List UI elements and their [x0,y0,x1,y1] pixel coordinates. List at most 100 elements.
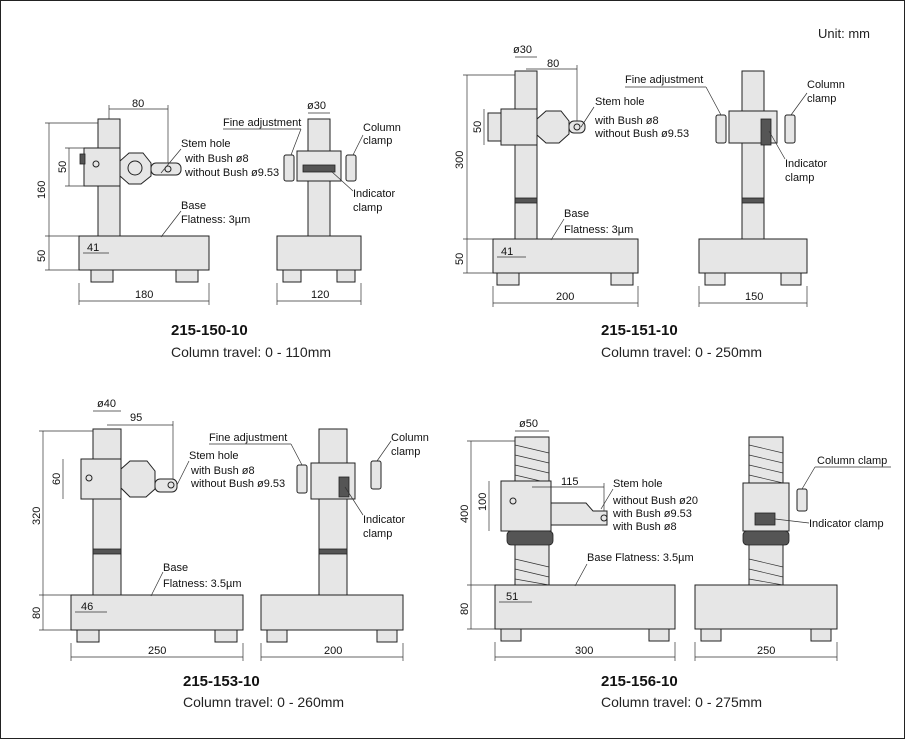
indicator-clamp [754,512,776,526]
dim-block: 100 [477,493,489,511]
stem-hole-label: Stem hole [595,96,645,108]
base [276,235,362,271]
stand-side-view: ø30 80 300 50 50 41 200 Stem hole with B… [454,44,689,307]
dim-depth: 150 [745,291,763,303]
dim-column-dia: ø30 [307,100,326,112]
column-clamp-label-1: Column [807,79,845,91]
holder-block [500,480,552,532]
column-break [741,197,765,204]
stem-hole [573,123,581,131]
dim-width: 180 [135,289,153,301]
foot-left [496,272,520,286]
clamp-knob [487,112,502,142]
stand-front-view: ø30 120 Fine adjustment Column clamp Ind… [223,100,401,305]
base-label: Base [564,208,589,220]
dim-offset: 41 [501,246,513,258]
height-nut [742,530,790,546]
foot-right [214,629,238,643]
foot-left [282,269,302,283]
dim-height: 160 [36,181,48,199]
dim-offset: 46 [81,601,93,613]
dim-height: 320 [31,507,43,525]
column-clamp-knob [796,488,808,512]
dim-column-dia: ø40 [97,398,116,410]
stem-arm [550,502,608,526]
foot-left [700,628,722,642]
base [494,584,676,630]
flatness-label: Flatness: 3.5µm [163,578,241,590]
stem-hole [167,481,175,489]
indicator-clamp-band [760,118,772,146]
foot-left [266,629,288,643]
column-travel: Column travel: 0 - 110mm [171,344,331,360]
holder-gear [119,152,152,185]
stem-arm [150,162,182,176]
model-number: 215-156-10 [601,673,678,690]
dim-offset: 51 [506,591,518,603]
base-label: Base [163,562,188,574]
indicator-clamp-band [338,476,350,498]
stand-side-view: ø50 115 400 80 100 51 300 Stem hole with… [459,418,698,661]
holder-gear [120,460,156,498]
flatness-label: Flatness: 3µm [564,224,633,236]
foot-left [76,629,100,643]
foot-left [90,269,114,283]
panel-215-151-10: ø30 80 300 50 50 41 200 Stem hole with B… [454,44,845,360]
dim-depth: 250 [757,645,775,657]
dim-block: 50 [472,121,484,133]
model-number: 215-151-10 [601,322,678,339]
dim-height: 300 [454,151,466,169]
holder-block [80,458,122,500]
bush-label-2: without Bush ø9.53 [594,128,689,140]
flatness-label: Base Flatness: 3.5µm [587,552,694,564]
bush-label-1: without Bush ø20 [612,495,698,507]
foot-right [336,269,356,283]
gear-center [127,160,143,176]
bush-label-2: without Bush ø9.53 [190,478,285,490]
column-clamp-label-1: Column [363,122,401,134]
dim-arm: 80 [547,58,559,70]
column-travel: Column travel: 0 - 260mm [183,694,344,710]
column-break [514,197,538,204]
knob [85,474,93,482]
base [698,238,808,274]
dim-depth: 200 [324,645,342,657]
bush-label-1: with Bush ø8 [190,465,255,477]
base-label: Base [181,200,206,212]
column-clamp-label-2: clamp [391,446,420,458]
base [70,594,244,631]
dim-height: 400 [459,505,471,523]
bush-label-1: with Bush ø8 [184,153,249,165]
column [92,428,122,596]
stem-hole [164,165,172,173]
unit-label: Unit: mm [818,26,870,41]
panel-215-156-10: ø50 115 400 80 100 51 300 Stem hole with… [459,418,891,710]
dim-block: 60 [51,473,63,485]
column-travel: Column travel: 0 - 250mm [601,344,762,360]
dim-arm: 80 [132,98,144,110]
height-nut [506,530,554,546]
stem-arm [568,120,586,134]
column-clamp-knob [345,154,357,182]
column-clamp-knob [784,114,796,144]
base [260,594,404,631]
indicator-clamp-label: Indicator clamp [809,518,884,530]
dim-width: 200 [556,291,574,303]
dim-arm: 115 [561,476,579,488]
indicator-clamp-band [302,164,336,173]
fine-adjustment-label: Fine adjustment [223,117,301,129]
dim-column-dia: ø50 [519,418,538,430]
stem-hole [600,514,608,522]
dim-column-dia: ø30 [513,44,532,56]
dim-arm: 95 [130,412,142,424]
model-number: 215-150-10 [171,322,248,339]
bush-label-1: with Bush ø8 [594,115,659,127]
column-clamp-label: Column clamp [817,455,887,467]
flatness-label: Flatness: 3µm [181,214,250,226]
stem-hole-label: Stem hole [189,450,239,462]
column-clamp-label-2: clamp [363,135,392,147]
indicator-clamp-label-2: clamp [785,172,814,184]
clamp-screw [79,153,86,165]
bush-label-2: without Bush ø9.53 [184,167,279,179]
